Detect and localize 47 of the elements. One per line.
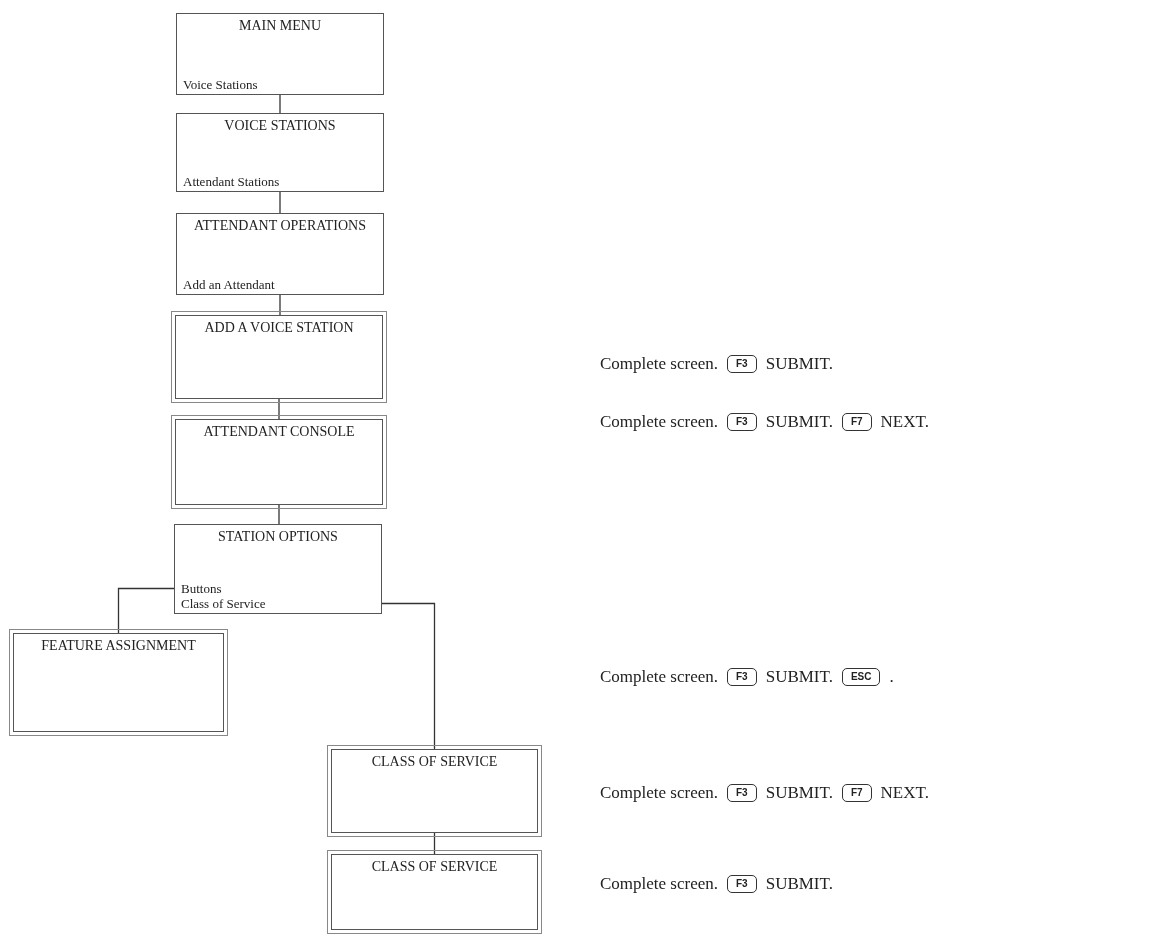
key-label: ESC xyxy=(841,668,881,686)
instruction-text: NEXT. xyxy=(880,783,929,803)
instruction-text: SUBMIT. xyxy=(765,412,833,432)
menu-option: Attendant Stations xyxy=(183,174,377,189)
instruction-text: . xyxy=(889,667,894,687)
instruction-text: Complete screen. xyxy=(600,874,718,894)
connector-line xyxy=(117,587,175,634)
instruction-text: SUBMIT. xyxy=(765,783,833,803)
screen-title: CLASS OF SERVICE xyxy=(370,754,499,770)
key-label: F7 xyxy=(841,784,872,802)
instruction-text: Complete screen. xyxy=(600,354,718,374)
menu-option: Buttons xyxy=(181,581,375,596)
screen-box xyxy=(176,13,384,95)
screen-title: ATTENDANT CONSOLE xyxy=(202,424,356,440)
key-label: F3 xyxy=(727,413,757,431)
screen-title: MAIN MENU xyxy=(237,18,323,34)
screen-box xyxy=(176,213,384,295)
screen-title: CLASS OF SERVICE xyxy=(370,859,499,875)
connector-line xyxy=(278,398,280,420)
key-label: F3 xyxy=(727,355,757,373)
screen-title: VOICE STATIONS xyxy=(223,118,337,134)
screen-title: STATION OPTIONS xyxy=(217,529,339,545)
screen-box xyxy=(174,524,382,614)
instruction-text: Complete screen. xyxy=(600,783,718,803)
instruction-text: NEXT. xyxy=(880,412,929,432)
instruction-text: SUBMIT. xyxy=(765,874,833,894)
connector-line xyxy=(278,504,280,525)
screen-title: FEATURE ASSIGNMENT xyxy=(40,638,197,654)
instruction-text: SUBMIT. xyxy=(765,667,833,687)
connector-line xyxy=(279,294,281,316)
menu-option: Voice Stations xyxy=(183,77,377,92)
key-label: F7 xyxy=(841,413,872,431)
screen-title: ATTENDANT OPERATIONS xyxy=(193,218,367,234)
instruction-text: Complete screen. xyxy=(600,412,718,432)
menu-option: Class of Service xyxy=(181,596,375,611)
connector-line xyxy=(279,191,281,214)
screen-title: ADD A VOICE STATION xyxy=(203,320,355,336)
instruction-text: SUBMIT. xyxy=(765,354,833,374)
connector-line xyxy=(381,602,436,750)
key-label: F3 xyxy=(727,668,757,686)
menu-option: Add an Attendant xyxy=(183,277,377,292)
instruction-text: Complete screen. xyxy=(600,667,718,687)
connector-line xyxy=(279,94,281,114)
connector-line xyxy=(433,832,436,855)
key-label: F3 xyxy=(727,875,757,893)
screen-box xyxy=(176,113,384,192)
key-label: F3 xyxy=(727,784,757,802)
